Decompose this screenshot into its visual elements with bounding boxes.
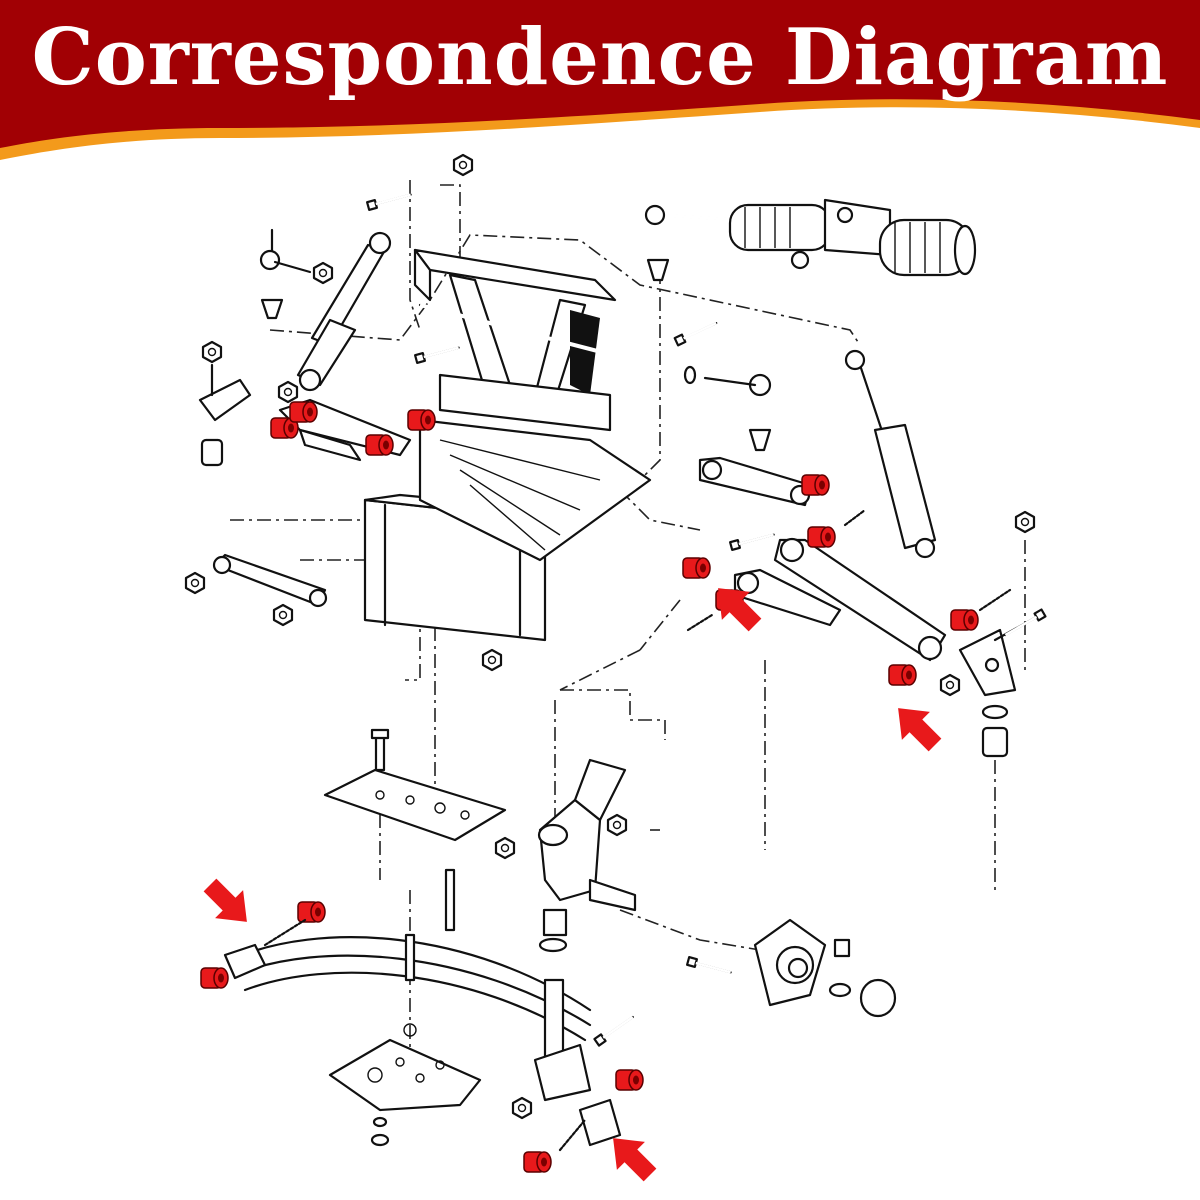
bushing-red <box>523 1151 552 1173</box>
right-lower-control-arm <box>698 456 1042 758</box>
left-lower-link <box>184 553 328 627</box>
page-title: Correspondence Diagram <box>31 12 1169 103</box>
wheel-hub <box>685 918 897 1018</box>
bushing-red <box>807 526 836 548</box>
left-shock-absorber <box>259 228 392 392</box>
header-banner: Correspondence Diagram <box>0 0 1200 175</box>
banner-wave-background <box>0 0 1200 160</box>
lower-spring-assembly <box>223 728 592 1147</box>
bushing-red <box>365 434 394 456</box>
bushing-red <box>289 401 318 423</box>
steering-rack <box>644 198 977 282</box>
bushing-red <box>200 967 229 989</box>
right-shock-absorber <box>703 349 937 559</box>
bushing-red <box>682 557 711 579</box>
bushing-red <box>950 609 979 631</box>
banner-red-band <box>0 0 1200 148</box>
red-bushings <box>200 401 1012 1173</box>
main-frame-crossmember <box>363 248 697 642</box>
bushing-red <box>801 474 830 496</box>
bushing-red <box>297 901 326 923</box>
bushing-red <box>407 409 436 431</box>
steering-spindle <box>494 758 637 1147</box>
callout-arrow <box>884 694 950 760</box>
bushing-red <box>615 1069 644 1091</box>
bushing-red <box>888 664 917 686</box>
assembly-guide-lines <box>230 180 1026 1100</box>
callout-arrow <box>195 870 261 936</box>
